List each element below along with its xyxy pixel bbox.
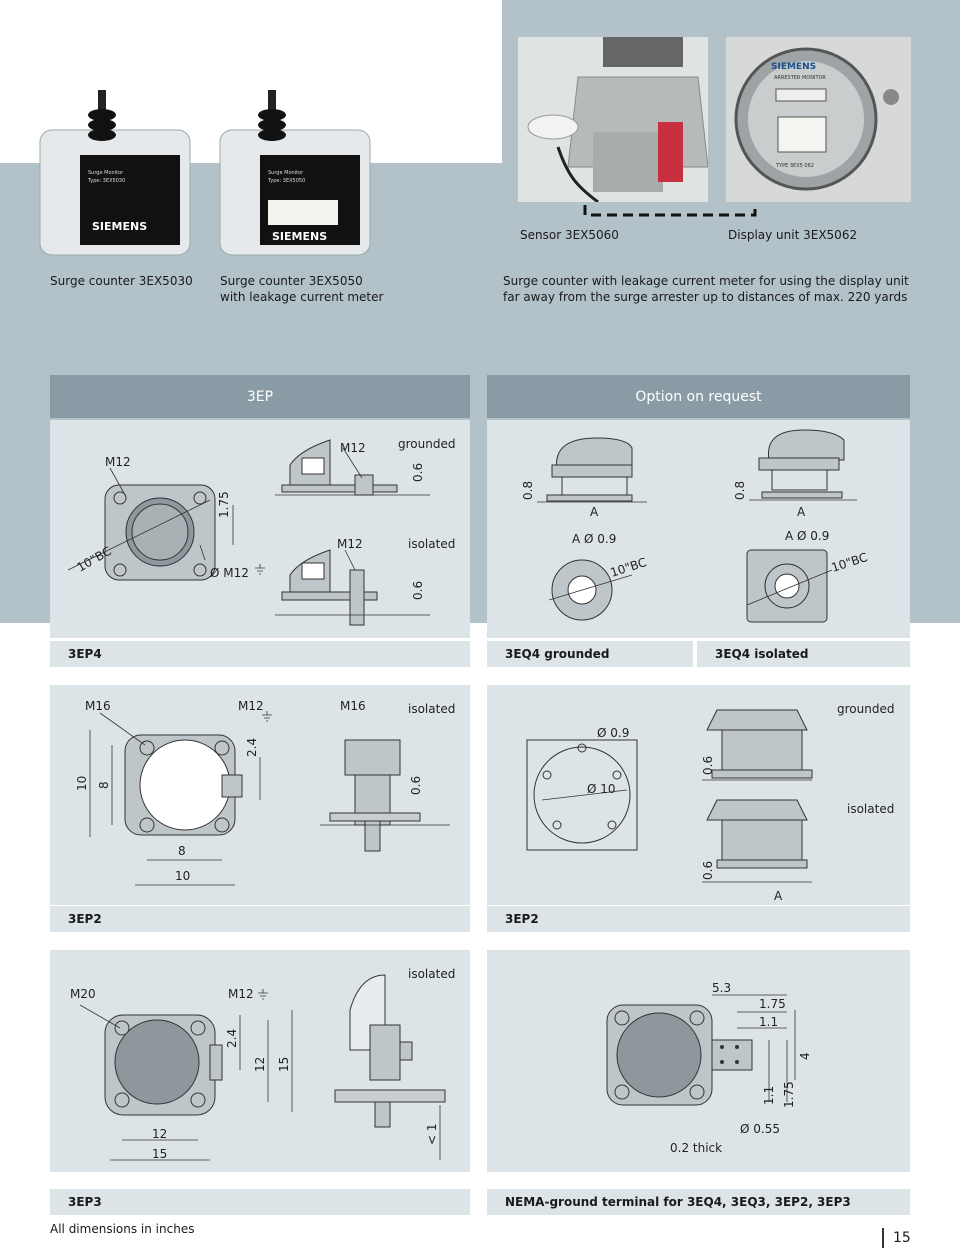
label-isolated-c: isolated bbox=[847, 802, 894, 816]
dim-08-b: 0.8 bbox=[733, 481, 747, 500]
caption-3ex5050-line2: with leakage current meter bbox=[220, 290, 384, 304]
label-isolated-d: isolated bbox=[408, 967, 455, 981]
label-isolated-b: isolated bbox=[408, 702, 455, 716]
dim-a-2: A bbox=[797, 505, 806, 519]
dim-m12-c: M12 bbox=[337, 537, 363, 551]
dim-11-a: 1.1 bbox=[759, 1015, 778, 1029]
panel-3ep2-b: Ø 0.9 Ø 10 grounded 0.6 isolated 0.6 A bbox=[487, 685, 910, 905]
caption-3ex5060-line2: far away from the surge arrester up to d… bbox=[503, 290, 908, 304]
dim-d055: Ø 0.55 bbox=[740, 1122, 780, 1136]
brand-logo-1: SIEMENS bbox=[92, 220, 147, 233]
caption-3ex5050-line1: Surge counter 3EX5050 bbox=[220, 274, 363, 288]
dim-ad09-b: A Ø 0.9 bbox=[785, 529, 829, 543]
surge-counter-photo: Surge Monitor Type: 3EX5030 SIEMENS Surg… bbox=[30, 70, 410, 260]
dim-15-b: 15 bbox=[152, 1147, 167, 1161]
dim-12-a: 12 bbox=[253, 1057, 267, 1072]
display-unit-photo: SIEMENS ARRESTER MONITOR TYPE 3EX5 062 bbox=[726, 37, 911, 202]
dim-a-1: A bbox=[590, 505, 599, 519]
dim-06-a: 0.6 bbox=[411, 463, 425, 482]
label-3eq4-grounded: 3EQ4 grounded bbox=[487, 641, 693, 667]
dim-4: 4 bbox=[798, 1052, 812, 1060]
dim-24-b: 2.4 bbox=[225, 1029, 239, 1048]
dim-ad09-a: A Ø 0.9 bbox=[572, 532, 616, 546]
dim-06-c: 0.6 bbox=[409, 776, 423, 795]
dim-a-3: A bbox=[774, 889, 783, 903]
dim-m16-b: M16 bbox=[340, 699, 366, 713]
dim-175-b: 1.75 bbox=[759, 997, 786, 1011]
label-a2: Type: 3EX5030 bbox=[87, 178, 125, 184]
label-grounded-b: grounded bbox=[837, 702, 894, 716]
dim-m16-a: M16 bbox=[85, 699, 111, 713]
panel-3ep3: M20 M12 2.4 12 15 12 15 isolated < 1 bbox=[50, 950, 470, 1172]
page-number-rule bbox=[882, 1228, 884, 1248]
dim-06-d: 0.6 bbox=[701, 756, 715, 775]
section-header-3ep: 3EP bbox=[50, 375, 470, 418]
label-3eq4-isolated: 3EQ4 isolated bbox=[697, 641, 910, 667]
dim-lt1: < 1 bbox=[425, 1123, 439, 1145]
panel-nema: 5.3 1.75 1.1 1.1 1.75 4 Ø 0.55 0.2 thick bbox=[487, 950, 910, 1172]
panel-3ep2-a: M16 M12 10 8 2.4 8 10 M16 isolated 0.6 bbox=[50, 685, 470, 905]
label-3ep2-a: 3EP2 bbox=[50, 906, 470, 932]
dim-175-a: 1.75 bbox=[217, 491, 231, 518]
sensor-photo bbox=[518, 37, 709, 204]
sensor-display-connector bbox=[583, 205, 757, 217]
label-nema: NEMA-ground terminal for 3EQ4, 3EQ3, 3EP… bbox=[487, 1189, 910, 1215]
panel-3eq4: 0.8 A A Ø 0.9 10"BC 0.8 A A Ø 0.9 10"BC bbox=[487, 420, 910, 638]
label-isolated-a: isolated bbox=[408, 537, 455, 551]
label-a1: Surge Monitor bbox=[88, 170, 124, 176]
page-number: 15 bbox=[893, 1230, 911, 1246]
brand-logo-2: SIEMENS bbox=[272, 230, 327, 243]
label-3ep2-b: 3EP2 bbox=[487, 906, 910, 932]
dim-dm12: Ø M12 bbox=[210, 566, 249, 580]
dim-06-e: 0.6 bbox=[701, 861, 715, 880]
display-title: ARRESTER MONITOR bbox=[774, 75, 826, 81]
dim-d09: Ø 0.9 bbox=[597, 726, 629, 740]
dim-8-a: 8 bbox=[97, 781, 111, 789]
dim-02: 0.2 thick bbox=[670, 1141, 722, 1155]
dim-m12-b: M12 bbox=[340, 441, 366, 455]
section-header-option: Option on request bbox=[487, 375, 910, 418]
dim-10-b: 10 bbox=[175, 869, 190, 883]
dim-11-b: 1.1 bbox=[762, 1086, 776, 1105]
dim-8-b: 8 bbox=[178, 844, 186, 858]
dim-d10: Ø 10 bbox=[587, 782, 616, 796]
dim-15-a: 15 bbox=[277, 1057, 291, 1072]
footer-note: All dimensions in inches bbox=[50, 1222, 195, 1236]
dim-m12-d: M12 bbox=[238, 699, 264, 713]
dim-175-c: 1.75 bbox=[782, 1081, 796, 1108]
dim-m20: M20 bbox=[70, 987, 96, 1001]
display-type: TYPE 3EX5 062 bbox=[775, 163, 814, 169]
display-caption: Display unit 3EX5062 bbox=[728, 228, 858, 242]
dim-08-a: 0.8 bbox=[521, 481, 535, 500]
sensor-caption: Sensor 3EX5060 bbox=[520, 228, 619, 242]
dim-m12-a: M12 bbox=[105, 455, 131, 469]
dim-10bc-c: 10"BC bbox=[830, 550, 870, 575]
dim-06-b: 0.6 bbox=[411, 581, 425, 600]
dim-24-a: 2.4 bbox=[245, 738, 259, 757]
dim-10-a: 10 bbox=[75, 776, 89, 791]
label-b1: Surge Monitor bbox=[268, 170, 304, 176]
label-b2: Type: 3EX5050 bbox=[267, 178, 305, 184]
dim-53: 5.3 bbox=[712, 981, 731, 995]
caption-3ex5030: Surge counter 3EX5030 bbox=[50, 274, 193, 288]
dim-m12-e: M12 bbox=[228, 987, 254, 1001]
panel-3ep4: M12 10"BC 1.75 Ø M12 M12 grounded 0.6 M1… bbox=[50, 420, 470, 638]
label-grounded-a: grounded bbox=[398, 437, 455, 451]
caption-3ex5060-line1: Surge counter with leakage current meter… bbox=[503, 274, 909, 288]
display-brand: SIEMENS bbox=[771, 62, 816, 72]
label-3ep4: 3EP4 bbox=[50, 641, 470, 667]
label-3ep3: 3EP3 bbox=[50, 1189, 470, 1215]
dim-12-b: 12 bbox=[152, 1127, 167, 1141]
